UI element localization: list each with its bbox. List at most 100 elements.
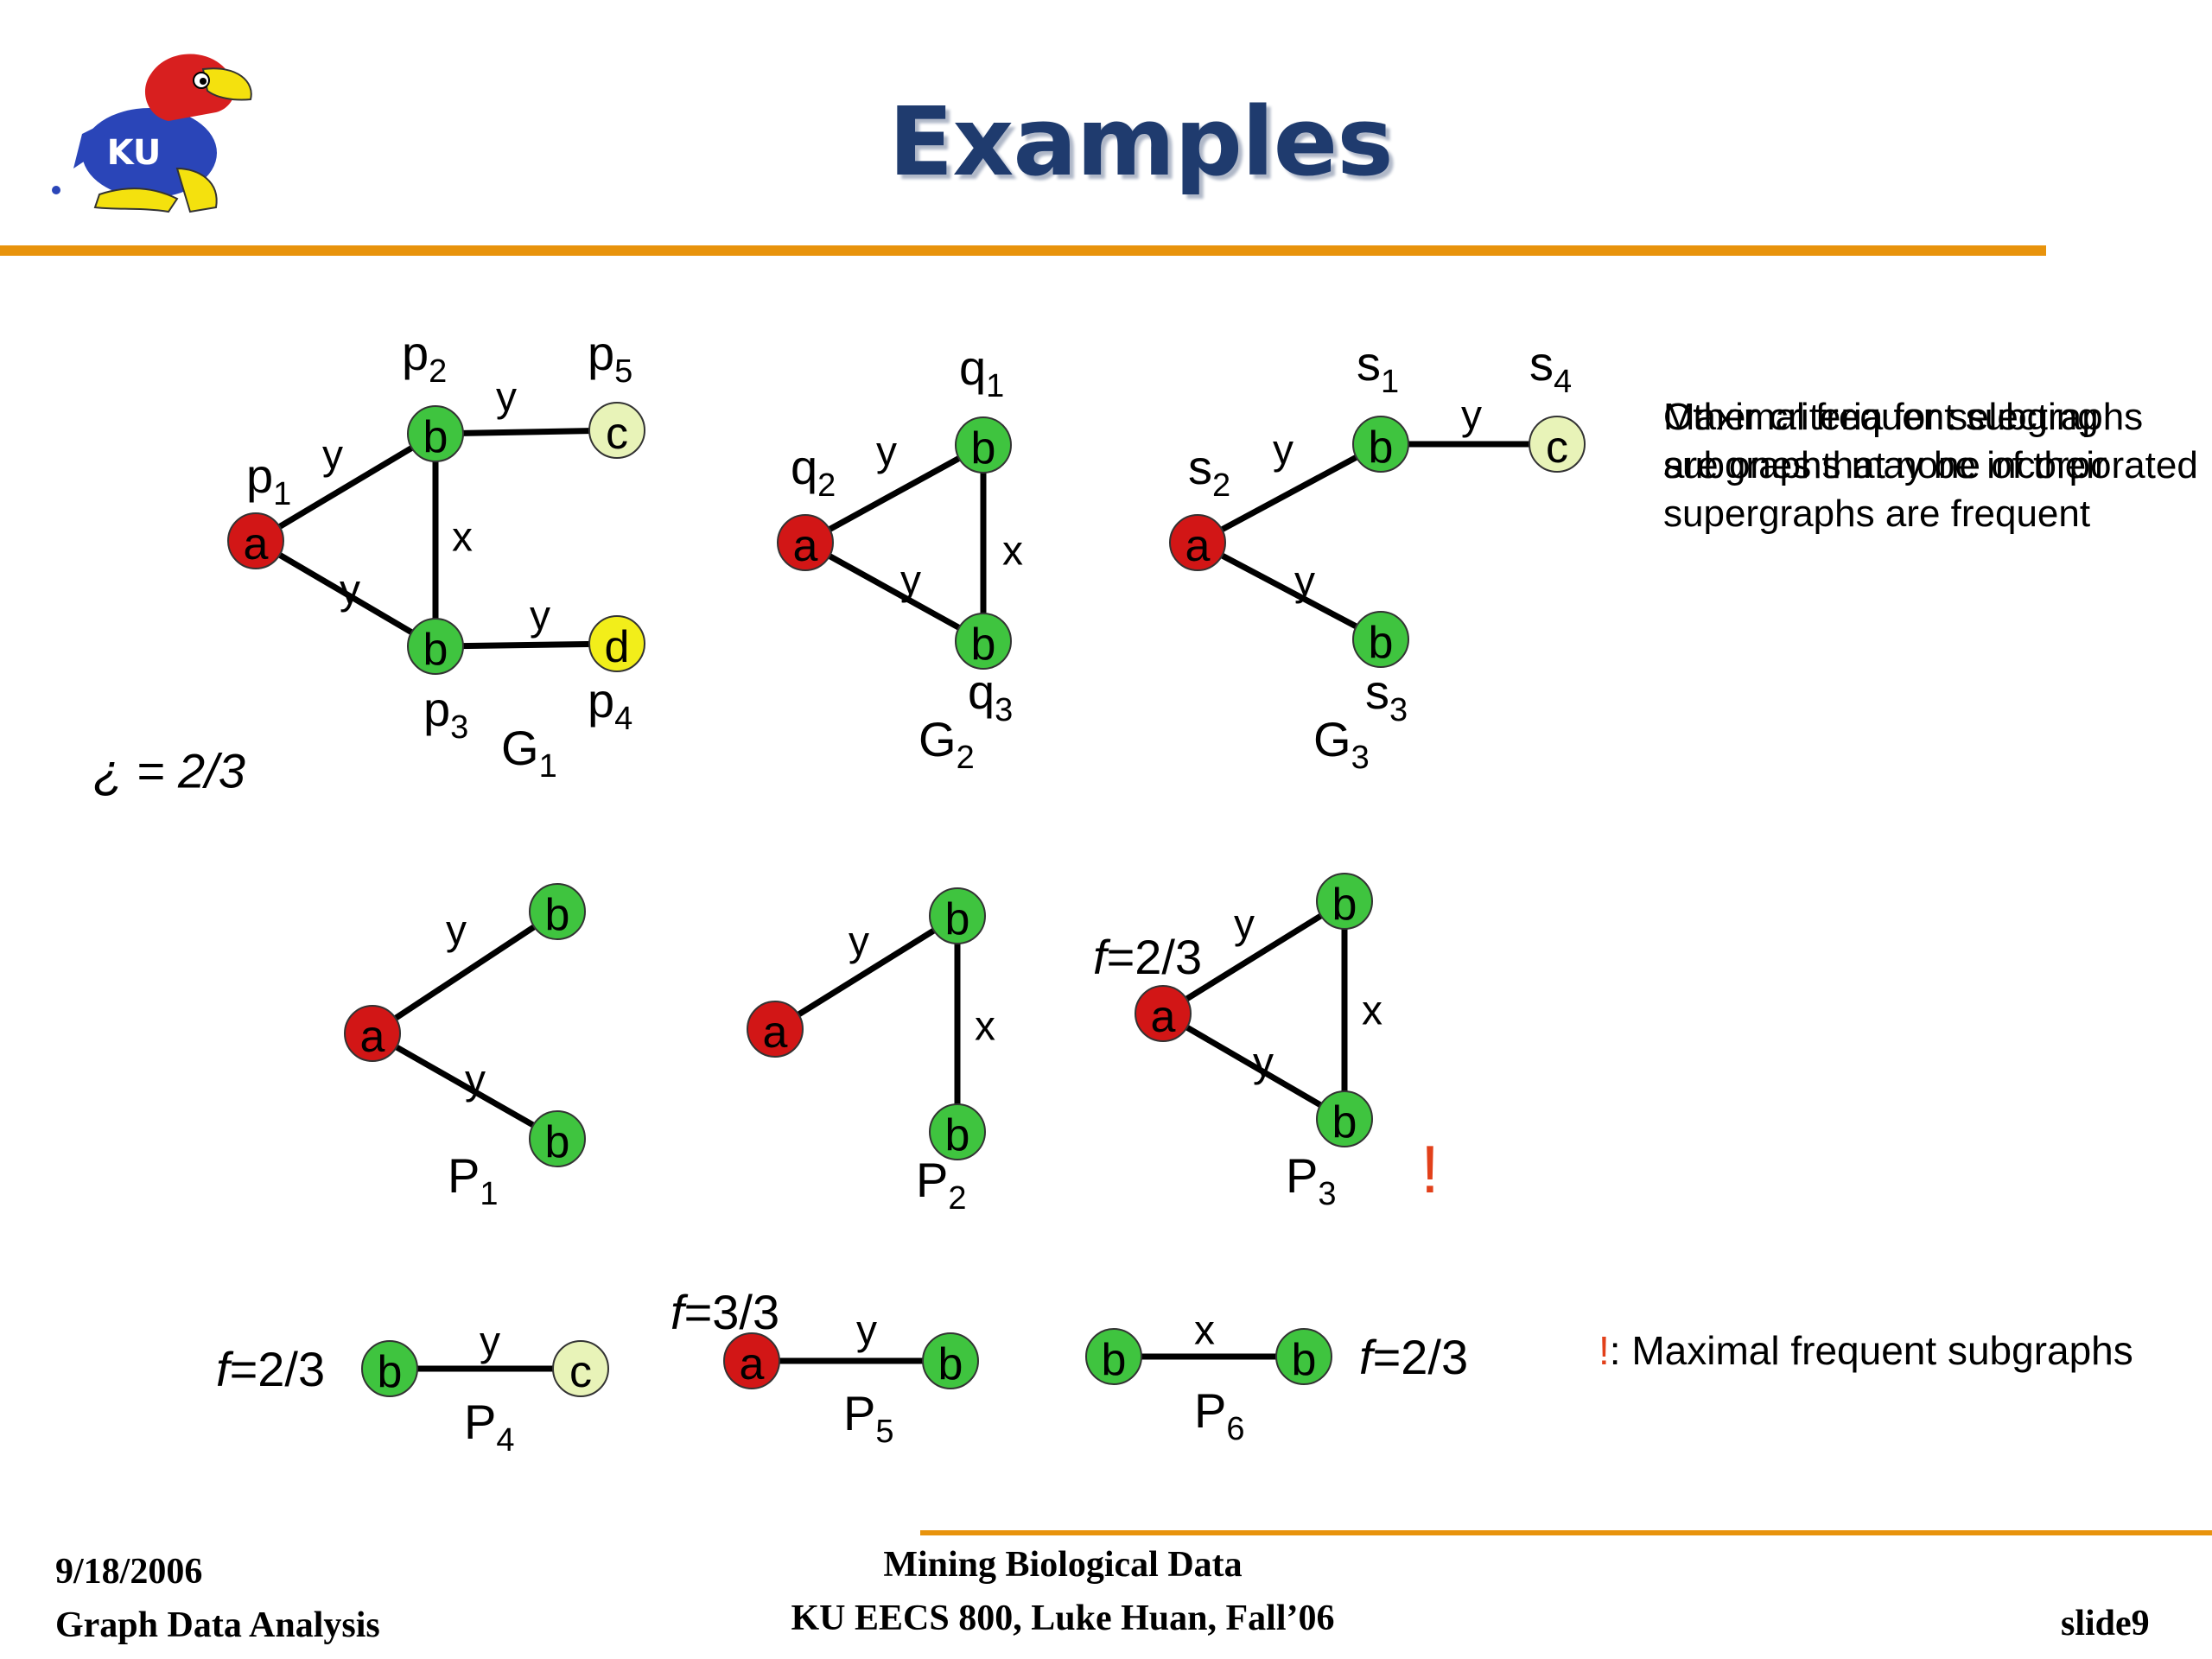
- g1-edge: [435, 427, 618, 437]
- p3-edge-label: y: [1253, 1040, 1274, 1086]
- p2-node: [929, 1103, 986, 1160]
- p5-edge-label: y: [856, 1308, 877, 1354]
- p3-name: P3: [1286, 1148, 1337, 1212]
- p4-node-label: c: [569, 1347, 592, 1397]
- ku-jayhawk-logo: KU: [52, 54, 252, 213]
- p5-frequency: f=3/3: [671, 1285, 779, 1339]
- p3-node: [1316, 1090, 1373, 1147]
- p5-name: P5: [843, 1386, 894, 1450]
- p2-edge: [773, 913, 959, 1032]
- g2-vertex-id: q3: [968, 664, 1013, 728]
- p3-frequency: f=2/3: [1093, 930, 1202, 984]
- footer-date: 9/18/2006: [55, 1552, 203, 1592]
- g1-node-label: a: [244, 519, 269, 569]
- g1-vertex-id: p3: [423, 682, 468, 746]
- g3-edge: [1196, 441, 1382, 546]
- p3-edge: [1161, 899, 1346, 1016]
- p4-edge-label: y: [480, 1319, 500, 1365]
- side-text-maximal: Maximal frequent subgraphs are ones that…: [1663, 396, 2144, 535]
- p1-edge: [371, 909, 559, 1036]
- g2-node-label: a: [793, 521, 818, 571]
- g2-edge-label: y: [900, 558, 921, 604]
- p4-node: [361, 1340, 418, 1397]
- p6-edge-label: x: [1194, 1308, 1215, 1354]
- p3-node-label: a: [1151, 992, 1176, 1042]
- g3-edge-label: y: [1461, 393, 1482, 439]
- g1-node: [407, 618, 464, 675]
- p1-node: [344, 1005, 401, 1062]
- g1-edge-label: y: [530, 594, 550, 639]
- g2-node: [777, 514, 834, 571]
- g2-edge-label: x: [1002, 529, 1023, 575]
- g1-vertex-id: p1: [246, 448, 291, 512]
- p3-node: [1135, 985, 1192, 1042]
- g3-edge-label: y: [1294, 559, 1315, 605]
- g2-edge: [804, 442, 985, 546]
- footer-divider: [920, 1530, 2212, 1535]
- g2-edge-label: y: [876, 429, 897, 475]
- g1-edge-label: y: [322, 433, 343, 479]
- p6-node-label: b: [1292, 1335, 1317, 1385]
- g1-vertex-id: p2: [402, 326, 447, 390]
- g2-node-label: b: [971, 423, 996, 474]
- g1-node: [588, 402, 645, 459]
- p2-node-label: b: [945, 1110, 970, 1160]
- g3-node: [1352, 416, 1409, 473]
- p5-node: [723, 1332, 780, 1389]
- g1-edge: [254, 430, 437, 544]
- p6-node-label: b: [1102, 1335, 1127, 1385]
- g3-node-label: c: [1546, 423, 1568, 473]
- g1-name: G1: [501, 721, 557, 785]
- p4-node: [552, 1340, 609, 1397]
- legend-mark: !: [1599, 1328, 1610, 1373]
- footer-center-line1: Mining Biological Data: [883, 1545, 1243, 1585]
- g1-edge-label: y: [496, 375, 517, 421]
- g2-vertex-id: q1: [959, 340, 1004, 404]
- g2-vertex-id: q2: [791, 440, 836, 504]
- p2-node: [929, 887, 986, 944]
- p1-node-label: b: [545, 1117, 570, 1167]
- g1-node-label: c: [606, 409, 628, 459]
- p2-edge-label: y: [849, 919, 869, 965]
- g1-node-label: b: [423, 625, 448, 675]
- p3-edge-label: x: [1362, 988, 1382, 1034]
- g3-node: [1529, 416, 1586, 473]
- g1-edge: [254, 537, 437, 650]
- g3-node: [1169, 514, 1226, 571]
- g3-vertex-id: s3: [1365, 664, 1408, 728]
- maximal-legend: !: Maximal frequent subgraphs: [1599, 1326, 2133, 1375]
- g3-name: G3: [1313, 712, 1370, 776]
- p3-node-label: b: [1332, 1097, 1357, 1147]
- p1-edge-label: y: [446, 908, 467, 954]
- g1-vertex-id: p4: [588, 673, 632, 737]
- p1-name: P1: [448, 1148, 499, 1212]
- p4-name: P4: [464, 1395, 515, 1459]
- g3-node-label: a: [1185, 521, 1211, 571]
- p2-node-label: b: [945, 894, 970, 944]
- legend-text: : Maximal frequent subgraphs: [1609, 1328, 2133, 1373]
- g1-node-label: d: [605, 622, 630, 672]
- p1-node-label: a: [360, 1012, 385, 1062]
- p4-frequency: f=2/3: [216, 1342, 325, 1396]
- p3-node-label: b: [1332, 880, 1357, 930]
- p1-node: [529, 1110, 586, 1167]
- p3-node: [1316, 873, 1373, 930]
- support-threshold: ¿ = 2/3: [93, 744, 245, 798]
- p5-node-label: a: [740, 1339, 765, 1389]
- p3-edge-label: y: [1234, 902, 1255, 948]
- p2-node: [747, 1001, 804, 1058]
- footer-course-info: Mining Biological Data KU EECS 800, Luke…: [709, 1538, 1417, 1645]
- slide-number: slide9: [2061, 1604, 2150, 1643]
- g3-node-label: b: [1369, 618, 1394, 668]
- g1-edge-label: y: [340, 568, 360, 613]
- p6-node: [1275, 1328, 1332, 1385]
